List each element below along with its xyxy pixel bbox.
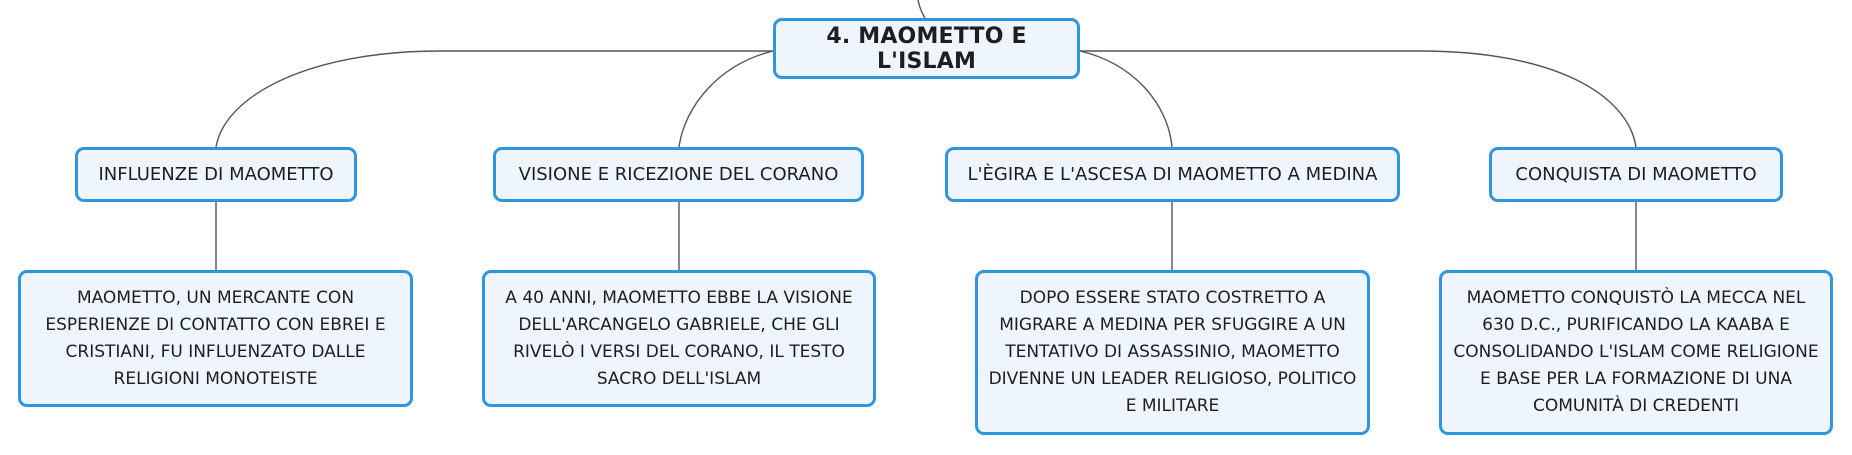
topic-label: L'ÈGIRA E L'ASCESA DI MAOMETTO A MEDINA — [967, 164, 1378, 185]
topic-label: CONQUISTA DI MAOMETTO — [1515, 164, 1757, 185]
topic-egira-medina[interactable]: L'ÈGIRA E L'ASCESA DI MAOMETTO A MEDINA — [945, 147, 1400, 202]
topic-influenze[interactable]: INFLUENZE DI MAOMETTO — [75, 147, 357, 202]
connector-root-to-topic-2 — [678, 50, 774, 148]
topic-label: INFLUENZE DI MAOMETTO — [98, 164, 334, 185]
subtopic-text: MAOMETTO CONQUISTÒ LA MECCA NEL 630 D.C.… — [1453, 288, 1819, 416]
connector-parent-to-root — [917, 0, 926, 19]
subtopic-text: MAOMETTO, UN MERCANTE CON ESPERIENZE DI … — [45, 287, 386, 389]
connector-root-to-topic-1 — [215, 50, 773, 148]
connector-root-to-topic-3 — [1079, 50, 1173, 148]
root-topic[interactable]: 4. MAOMETTO E L'ISLAM — [773, 18, 1080, 79]
subtopic-text: DOPO ESSERE STATO COSTRETTO A MIGRARE A … — [988, 288, 1357, 416]
topic-conquista[interactable]: CONQUISTA DI MAOMETTO — [1489, 147, 1783, 202]
connector-root-to-topic-4 — [1080, 50, 1637, 148]
topic-visione-corano[interactable]: VISIONE E RICEZIONE DEL CORANO — [493, 147, 864, 202]
subtopic-conquista-detail[interactable]: MAOMETTO CONQUISTÒ LA MECCA NEL 630 D.C.… — [1439, 270, 1833, 435]
subtopic-egira-detail[interactable]: DOPO ESSERE STATO COSTRETTO A MIGRARE A … — [975, 270, 1370, 435]
root-topic-label: 4. MAOMETTO E L'ISLAM — [826, 23, 1027, 74]
subtopic-influenze-detail[interactable]: MAOMETTO, UN MERCANTE CON ESPERIENZE DI … — [18, 270, 413, 407]
subtopic-text: A 40 ANNI, MAOMETTO EBBE LA VISIONE DELL… — [505, 287, 853, 389]
topic-label: VISIONE E RICEZIONE DEL CORANO — [518, 164, 839, 185]
subtopic-visione-detail[interactable]: A 40 ANNI, MAOMETTO EBBE LA VISIONE DELL… — [482, 270, 876, 407]
